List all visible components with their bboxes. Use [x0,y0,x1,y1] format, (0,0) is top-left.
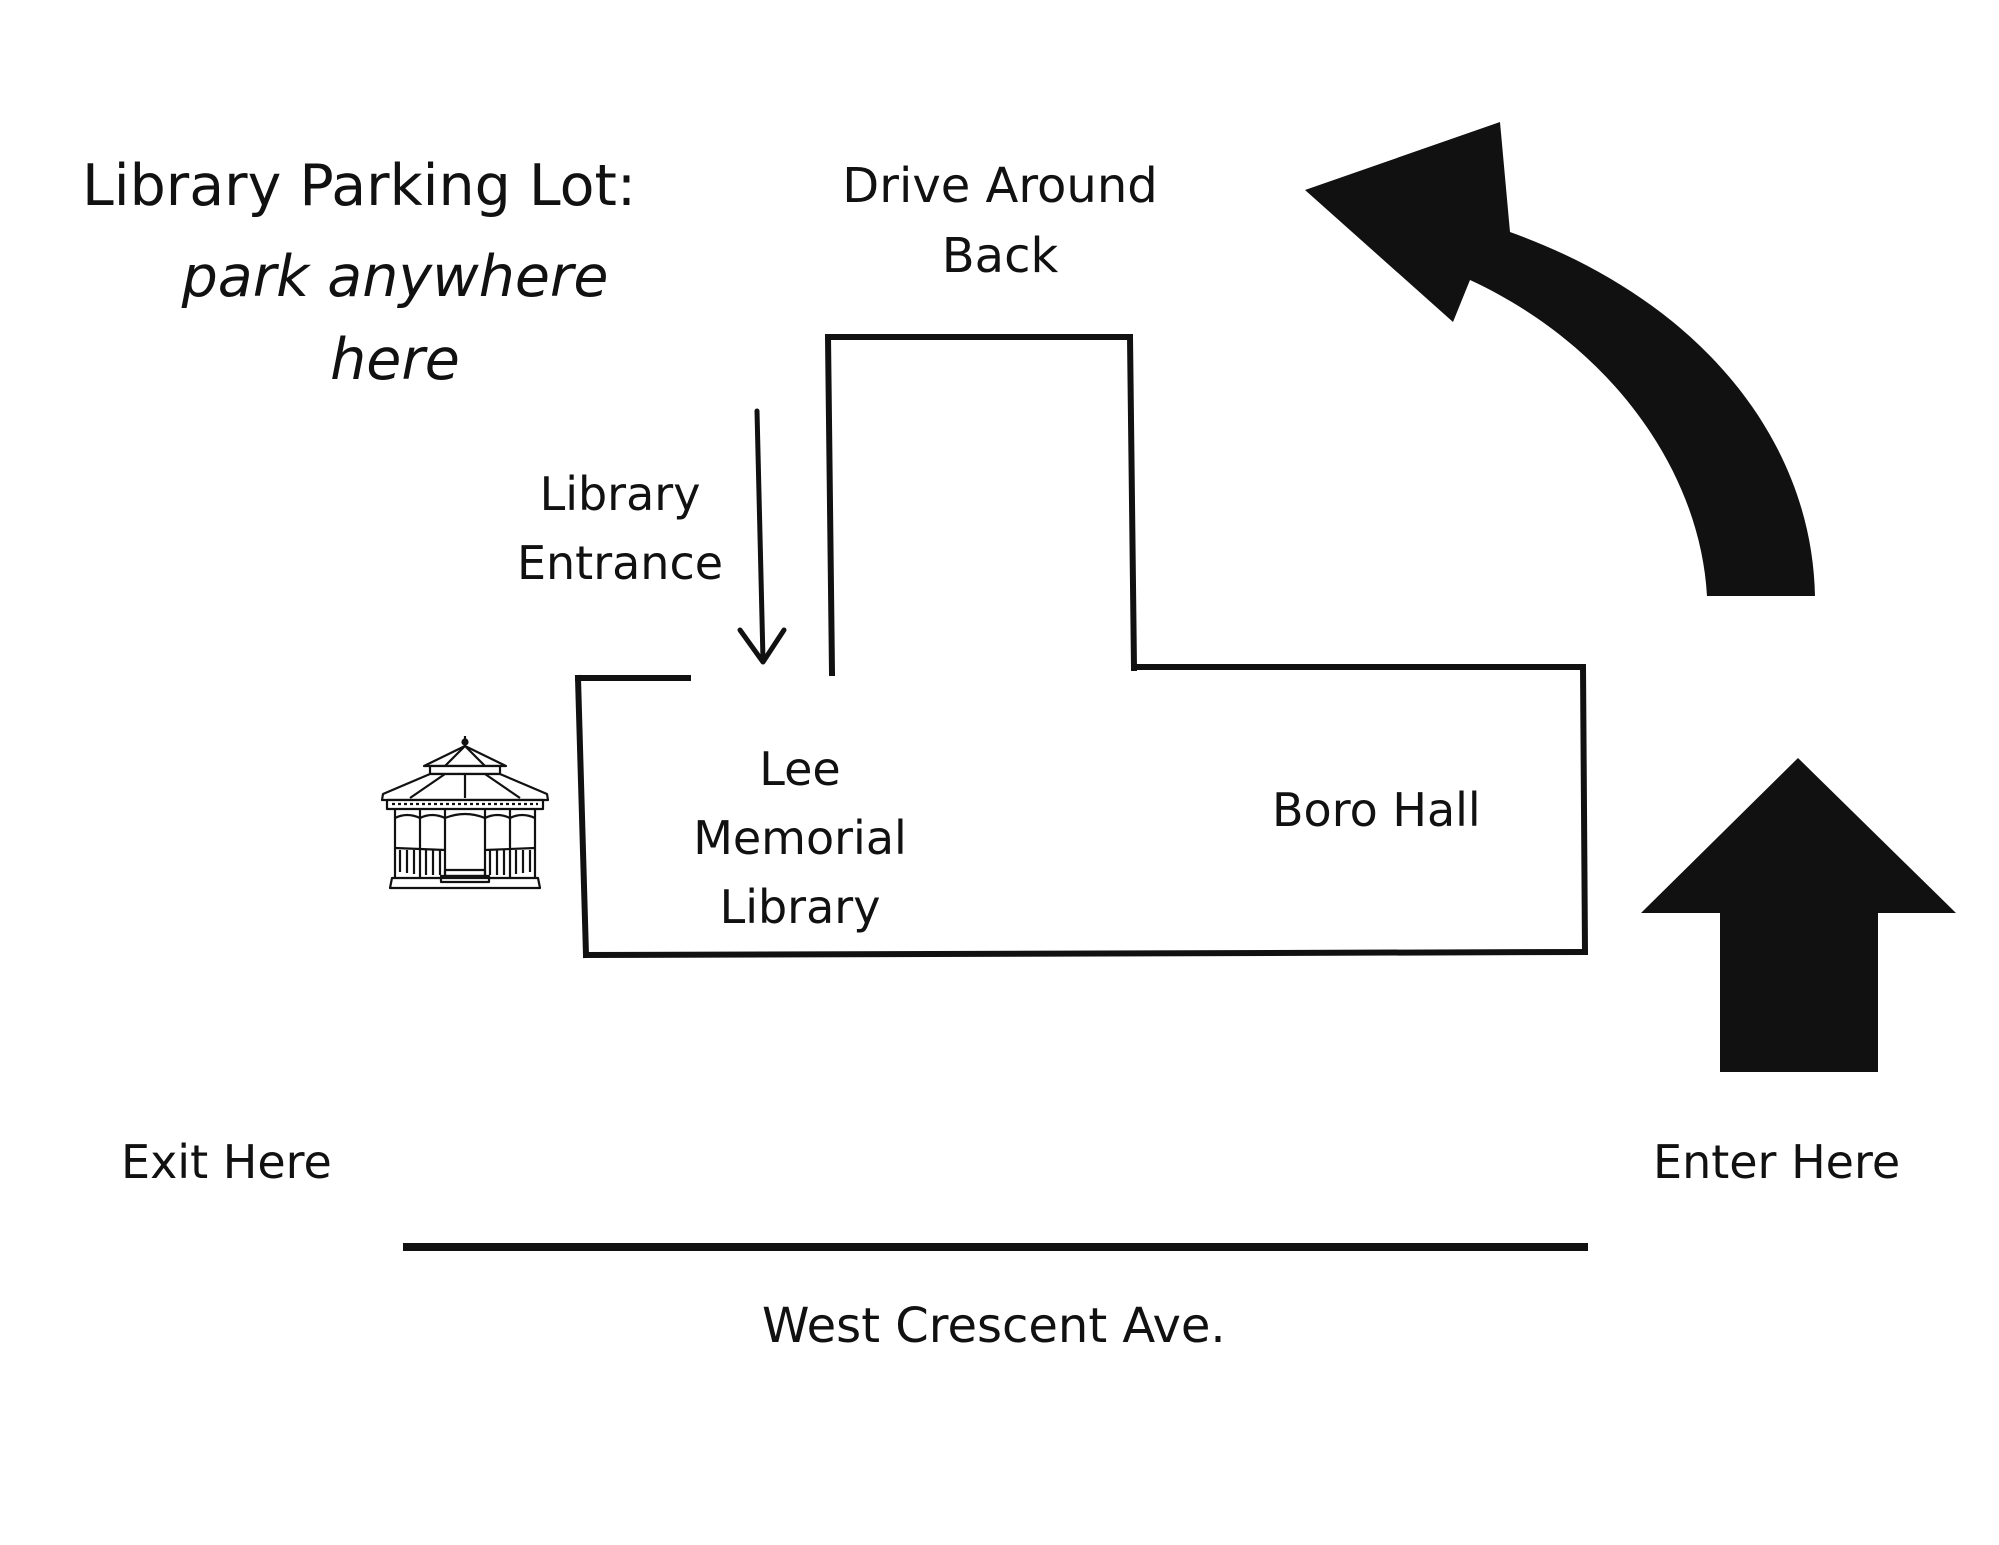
library-building-label: Lee Memorial Library [693,742,907,934]
curved-arrow-left-icon [1305,122,1815,596]
map-subtitle: park anywhere here [181,244,609,393]
map-title: Library Parking Lot: [82,153,637,219]
arrow-down-icon [737,408,787,665]
arrow-up-icon [1641,758,1956,1072]
gazebo-icon [380,736,550,890]
street-label: West Crescent Ave. [762,1298,1226,1354]
enter-label: Enter Here [1653,1135,1901,1189]
exit-label: Exit Here [121,1135,332,1189]
drive-around-label: Drive Around Back [842,158,1158,284]
library-entrance-label: Library Entrance [516,467,724,590]
boro-hall-label: Boro Hall [1272,783,1481,837]
building-outline [574,333,1589,959]
